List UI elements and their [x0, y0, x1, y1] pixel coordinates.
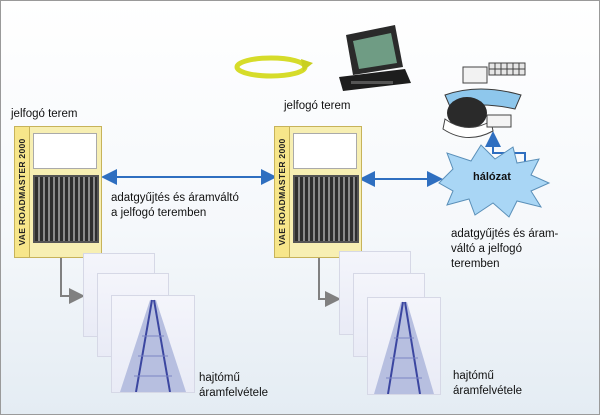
vae-control-panel	[33, 133, 97, 169]
top-left-label: jelfogó terem	[11, 108, 78, 120]
vae-control-panel	[293, 133, 357, 169]
bottom-left-label: hajtómű áramfelvétele	[199, 372, 269, 399]
vae-side-strip: VAE ROADMASTER 2000	[275, 127, 290, 257]
network-label: hálózat	[473, 171, 511, 183]
vae-cage	[293, 175, 359, 243]
bottom-right-label: hajtómű áramfelvétele	[453, 370, 523, 397]
yellow-cycle-arrow-icon	[234, 55, 313, 79]
vae-side-label: VAE ROADMASTER 2000	[277, 138, 287, 246]
track-rails-graphic	[120, 299, 186, 392]
vae-side-label: VAE ROADMASTER 2000	[17, 138, 27, 246]
track-image	[367, 297, 441, 395]
network-cloud-icon	[438, 144, 551, 218]
top-center-label: jelfogó terem	[284, 100, 351, 112]
operator-workstation-icon	[442, 62, 526, 138]
vae-side-strip: VAE ROADMASTER 2000	[15, 127, 30, 257]
right-description-label: adatgyűjtés és áram- váltó a jelfogó ter…	[451, 228, 559, 270]
middle-arrow-label: adatgyűjtés és áramváltó a jelfogó terem…	[111, 192, 239, 219]
track-image	[111, 295, 195, 393]
laptop-icon	[339, 25, 411, 91]
track-rails-graphic	[374, 301, 434, 394]
vae-device-middle: VAE ROADMASTER 2000	[274, 126, 362, 258]
vae-cage	[33, 175, 99, 243]
vae-device-left: VAE ROADMASTER 2000	[14, 126, 102, 258]
